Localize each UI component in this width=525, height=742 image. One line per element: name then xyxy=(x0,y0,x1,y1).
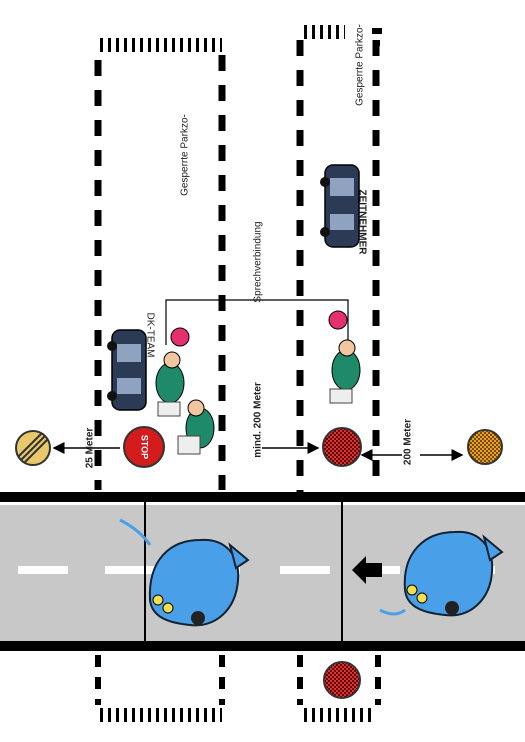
label-sprechverbindung: Sprechverbindung xyxy=(253,221,264,302)
zone-borders xyxy=(94,40,380,500)
road-edge-bottom xyxy=(0,641,525,651)
speech-connection-line xyxy=(165,299,349,345)
checkered-stop-sign-bottom-icon xyxy=(323,661,361,699)
person-icon xyxy=(177,399,215,455)
label-25-meter: 25 Meter xyxy=(85,428,96,469)
road-edge-top xyxy=(0,492,525,502)
car-icon xyxy=(119,518,250,627)
label-gesperrte-parkzone-1: Gesperrte Parkzo- xyxy=(180,114,191,196)
person-icon xyxy=(329,339,361,404)
car-icon xyxy=(379,530,504,617)
end-of-zone-sign-icon xyxy=(15,430,51,466)
zone-top-borders xyxy=(100,25,345,52)
label-min-200-meter: mind. 200 Meter xyxy=(253,382,264,458)
label-zeitnehmer: ZEITNEHMER xyxy=(356,190,367,256)
checkered-flag-sign-icon xyxy=(467,429,503,465)
phone-icon xyxy=(328,310,348,330)
car-icon xyxy=(320,164,360,248)
arrow-left-icon xyxy=(352,556,382,584)
stop-sign-icon: STOP xyxy=(123,426,165,468)
distance-arrows xyxy=(52,442,464,461)
car-icon xyxy=(107,329,147,411)
label-gesperrte-parkzone-2: Gesperrte Parkzo- xyxy=(355,24,366,106)
phone-icon xyxy=(170,327,190,347)
bottom-zones xyxy=(95,655,381,722)
label-200-meter: 200 Meter xyxy=(403,419,414,465)
person-icon xyxy=(155,351,185,417)
checkered-stop-sign-icon xyxy=(322,427,362,467)
stop-sign-text: STOP xyxy=(140,435,150,459)
label-dk-team: DK-TEAM xyxy=(144,313,155,358)
